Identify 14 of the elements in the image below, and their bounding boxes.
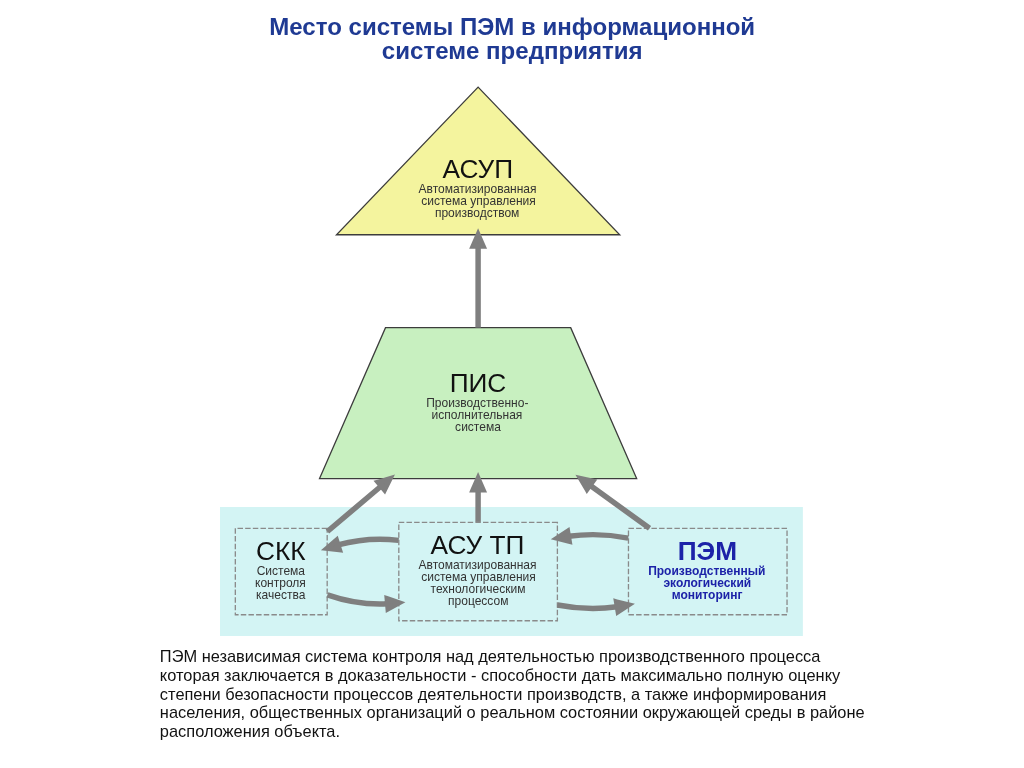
arrow — [557, 598, 635, 617]
cluster — [220, 507, 803, 637]
arrow — [469, 471, 488, 522]
node-box: СКК Система контроля качества — [234, 527, 328, 616]
node-box: ПЭМ Производственный экологический мониторинг — [627, 527, 788, 616]
arrow — [575, 474, 652, 531]
caption: ПЭМ независимая система контроля над деятельностью производственного процесса которая заключается в доказательности - способности дать максимально полную оценку степени безопасности процессов деятельности производств, а также информирования населения, общественных организаций о реальном состоянии окружающей среды в районе расположения объекта. — [159, 647, 865, 740]
arrow — [320, 535, 399, 553]
arrow — [550, 527, 629, 545]
node-box: АСУ ТП Автоматизированная система управления технологическим процессом — [398, 521, 559, 622]
arrow — [325, 474, 395, 534]
arrow — [469, 228, 488, 328]
diagram-title: Место системы ПЭМ в информационной системе предприятия — [269, 13, 756, 65]
arrow — [326, 592, 406, 613]
